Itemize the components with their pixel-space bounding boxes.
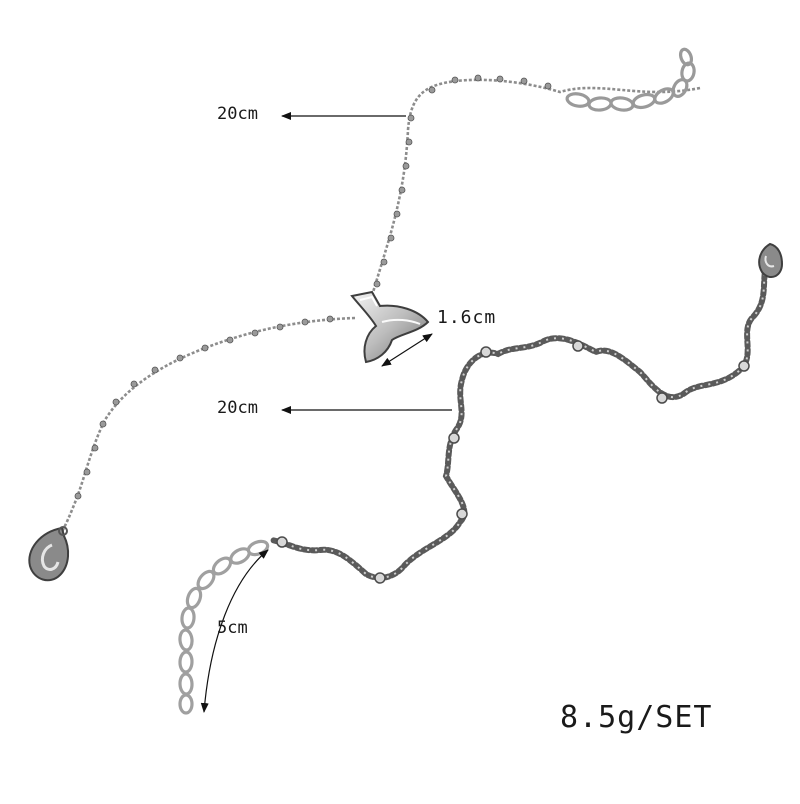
extender-length-arrow — [200, 549, 269, 713]
satellite-chain — [28, 47, 701, 582]
top-length-label: 20cm — [217, 104, 258, 124]
middle-length-label: 20cm — [217, 398, 258, 418]
measurement-arrows — [200, 112, 452, 713]
pendant-size-arrow — [381, 333, 433, 367]
extender-length-label: 5cm — [217, 618, 248, 638]
lobster-clasp-icon — [28, 526, 70, 582]
pendant-size-label: 1.6cm — [437, 307, 497, 328]
whale-tail-pendant — [350, 290, 430, 364]
weight-label: 8.5g/SET — [560, 700, 713, 735]
lobster-clasp-icon — [758, 242, 784, 279]
